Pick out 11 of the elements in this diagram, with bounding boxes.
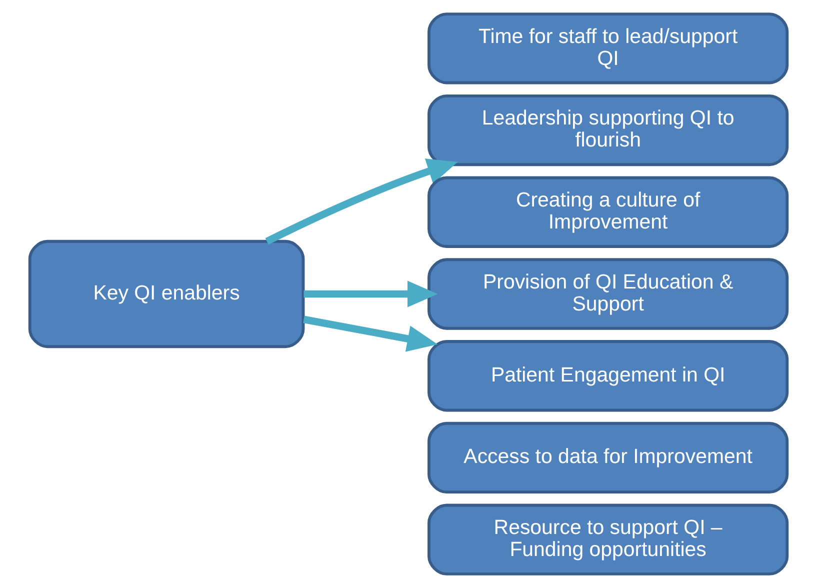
node-box: Time for staff to lead/support QI (427, 12, 788, 84)
node-box: Key QI enablers (28, 240, 304, 348)
node-box: Access to data for Improvement (427, 422, 788, 494)
arrow (264, 158, 458, 245)
node-box: Creating a culture of Improvement (427, 176, 788, 248)
node-box: Resource to support QI – Funding opportunities (427, 504, 788, 576)
node-box: Provision of QI Education & Support (427, 258, 788, 330)
node-box: Patient Engagement in QI (427, 340, 788, 412)
arrow (303, 280, 438, 308)
arrow (302, 316, 438, 352)
node-box: Leadership supporting QI to flourish (427, 94, 788, 166)
